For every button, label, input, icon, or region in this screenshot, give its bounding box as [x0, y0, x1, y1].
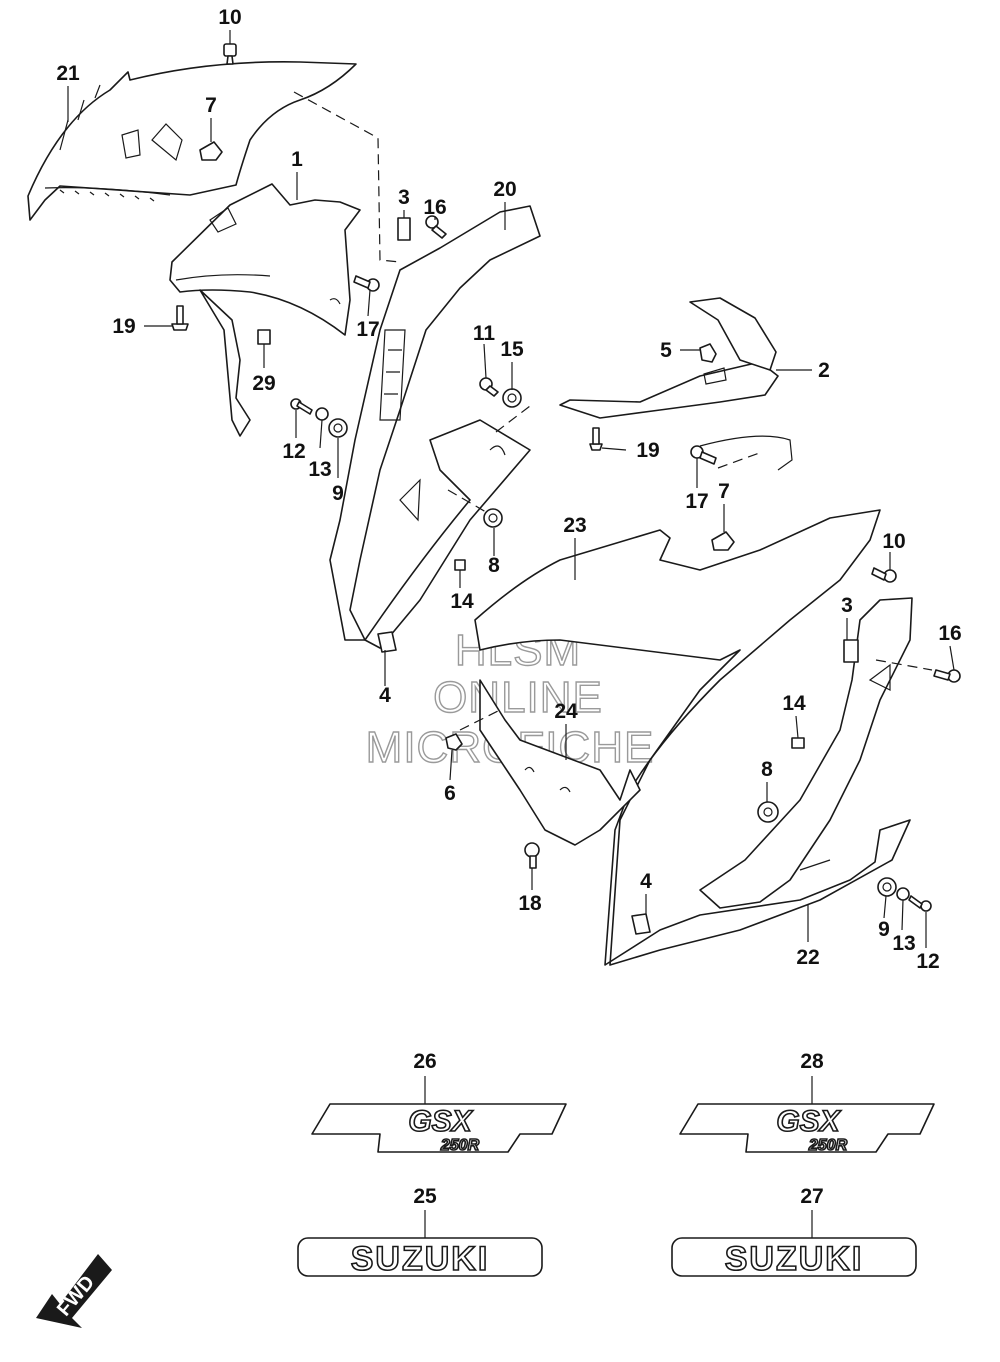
- callout-10-top: 10: [218, 6, 241, 29]
- bolt-12-right: [908, 895, 932, 912]
- callout-14-left: 14: [450, 590, 474, 613]
- emblem-28-gsx-250r: GSX 250R: [679, 1103, 935, 1155]
- emblem-28-main-text: GSX: [776, 1105, 841, 1138]
- callout-5: 5: [660, 339, 672, 362]
- part-2-upper-trim: [559, 297, 793, 471]
- callout-4-right: 4: [640, 870, 652, 893]
- callout-10-right: 10: [882, 530, 905, 553]
- grommet-9-right: [877, 877, 897, 897]
- screw-17-upper: [353, 275, 380, 292]
- callout-24: 24: [554, 700, 578, 723]
- part-23-side-cowling: [364, 419, 531, 649]
- screw-16-top: [425, 215, 447, 239]
- callout-3-right: 3: [841, 594, 853, 617]
- nut-3-top: [397, 217, 411, 241]
- callout-27: 27: [800, 1185, 823, 1208]
- screw-19-right: [589, 427, 603, 451]
- screw-16-right: [933, 669, 961, 683]
- nut-4-right: [631, 913, 651, 935]
- callout-3-top: 3: [398, 186, 410, 209]
- callout-15: 15: [500, 338, 524, 361]
- grommet-15: [502, 388, 522, 408]
- emblem-27-text: SUZUKI: [725, 1240, 864, 1278]
- bolt-12-left: [290, 398, 313, 415]
- emblem-28-sub-text: 250R: [808, 1137, 848, 1154]
- emblem-25-suzuki: SUZUKI: [297, 1237, 543, 1279]
- nut-4-left: [377, 631, 397, 653]
- callout-12-right: 12: [916, 950, 939, 973]
- callout-28: 28: [800, 1050, 824, 1073]
- callout-13-right: 13: [892, 932, 915, 955]
- callout-13-left: 13: [308, 458, 331, 481]
- part-20-side-duct: [329, 205, 541, 641]
- callout-8-right: 8: [761, 758, 773, 781]
- label-29: [257, 329, 271, 345]
- callout-23: 23: [563, 514, 586, 537]
- emblem-27-suzuki: SUZUKI: [671, 1237, 917, 1279]
- callout-16-right: 16: [938, 622, 961, 645]
- callout-20: 20: [493, 178, 516, 201]
- callout-18: 18: [518, 892, 542, 915]
- callout-22: 22: [796, 946, 819, 969]
- bolt-10-right: [871, 567, 897, 583]
- callout-14-right: 14: [782, 692, 806, 715]
- emblem-26-sub-text: 250R: [440, 1137, 480, 1154]
- watermark-line-2: ONLINE: [433, 673, 603, 722]
- callout-17-upper: 17: [356, 318, 379, 341]
- grommet-8-left: [483, 508, 503, 528]
- callout-7-top: 7: [205, 94, 217, 117]
- bolt-11: [479, 377, 499, 397]
- callout-19-left: 19: [112, 315, 135, 338]
- callout-17-right: 17: [685, 490, 708, 513]
- nut-3-right: [843, 639, 859, 663]
- callout-4-left: 4: [379, 684, 391, 707]
- emblems: GSX 250R GSX 250R SUZUKI SUZUKI: [297, 1076, 935, 1279]
- callout-19-right: 19: [636, 439, 659, 462]
- callout-1: 1: [291, 148, 303, 171]
- callout-25: 25: [413, 1185, 437, 1208]
- emblem-25-text: SUZUKI: [351, 1240, 490, 1278]
- grommet-9-left: [328, 418, 348, 438]
- callout-9-right: 9: [878, 918, 890, 941]
- clip-5: [699, 343, 717, 363]
- part-1-inner-panel: [169, 183, 361, 437]
- nut-14-left: [454, 559, 466, 571]
- grommet-8-right: [757, 801, 779, 823]
- callout-7-right: 7: [718, 480, 730, 503]
- callout-2: 2: [818, 359, 830, 382]
- nut-14-right: [791, 737, 805, 749]
- emblem-26-main-text: GSX: [408, 1105, 473, 1138]
- emblem-26-gsx-250r: GSX 250R: [311, 1103, 567, 1155]
- callout-29: 29: [252, 372, 275, 395]
- screw-17-right: [690, 445, 717, 465]
- bolt-10-top: [223, 43, 237, 65]
- clip-7-right: [711, 531, 735, 551]
- fwd-arrow-icon: [36, 1254, 112, 1328]
- callout-26: 26: [413, 1050, 436, 1073]
- callout-12-left: 12: [282, 440, 305, 463]
- clip-7-top: [199, 141, 223, 161]
- screw-18: [524, 842, 540, 869]
- callout-16-top: 16: [423, 196, 446, 219]
- callout-11: 11: [473, 322, 496, 345]
- callout-8-left: 8: [488, 554, 500, 577]
- leader-lines: [67, 30, 955, 948]
- fwd-arrow: FWD: [36, 1254, 112, 1328]
- callout-numbers: 21 10 7 1 3 16 20 19 17 29 11 15 5 2 12 …: [56, 6, 961, 1208]
- part-21-upper-cowling: [27, 61, 357, 221]
- part-22-lower-fairing: [474, 509, 913, 966]
- callout-9-left: 9: [332, 482, 344, 505]
- callout-21: 21: [56, 62, 80, 85]
- screw-19-left: [171, 305, 189, 331]
- washer-13-right: [896, 887, 910, 901]
- part-24-inner-lower-panel: [479, 679, 641, 846]
- callout-6: 6: [444, 782, 456, 805]
- washer-13-left: [315, 407, 329, 421]
- clip-6: [445, 733, 463, 751]
